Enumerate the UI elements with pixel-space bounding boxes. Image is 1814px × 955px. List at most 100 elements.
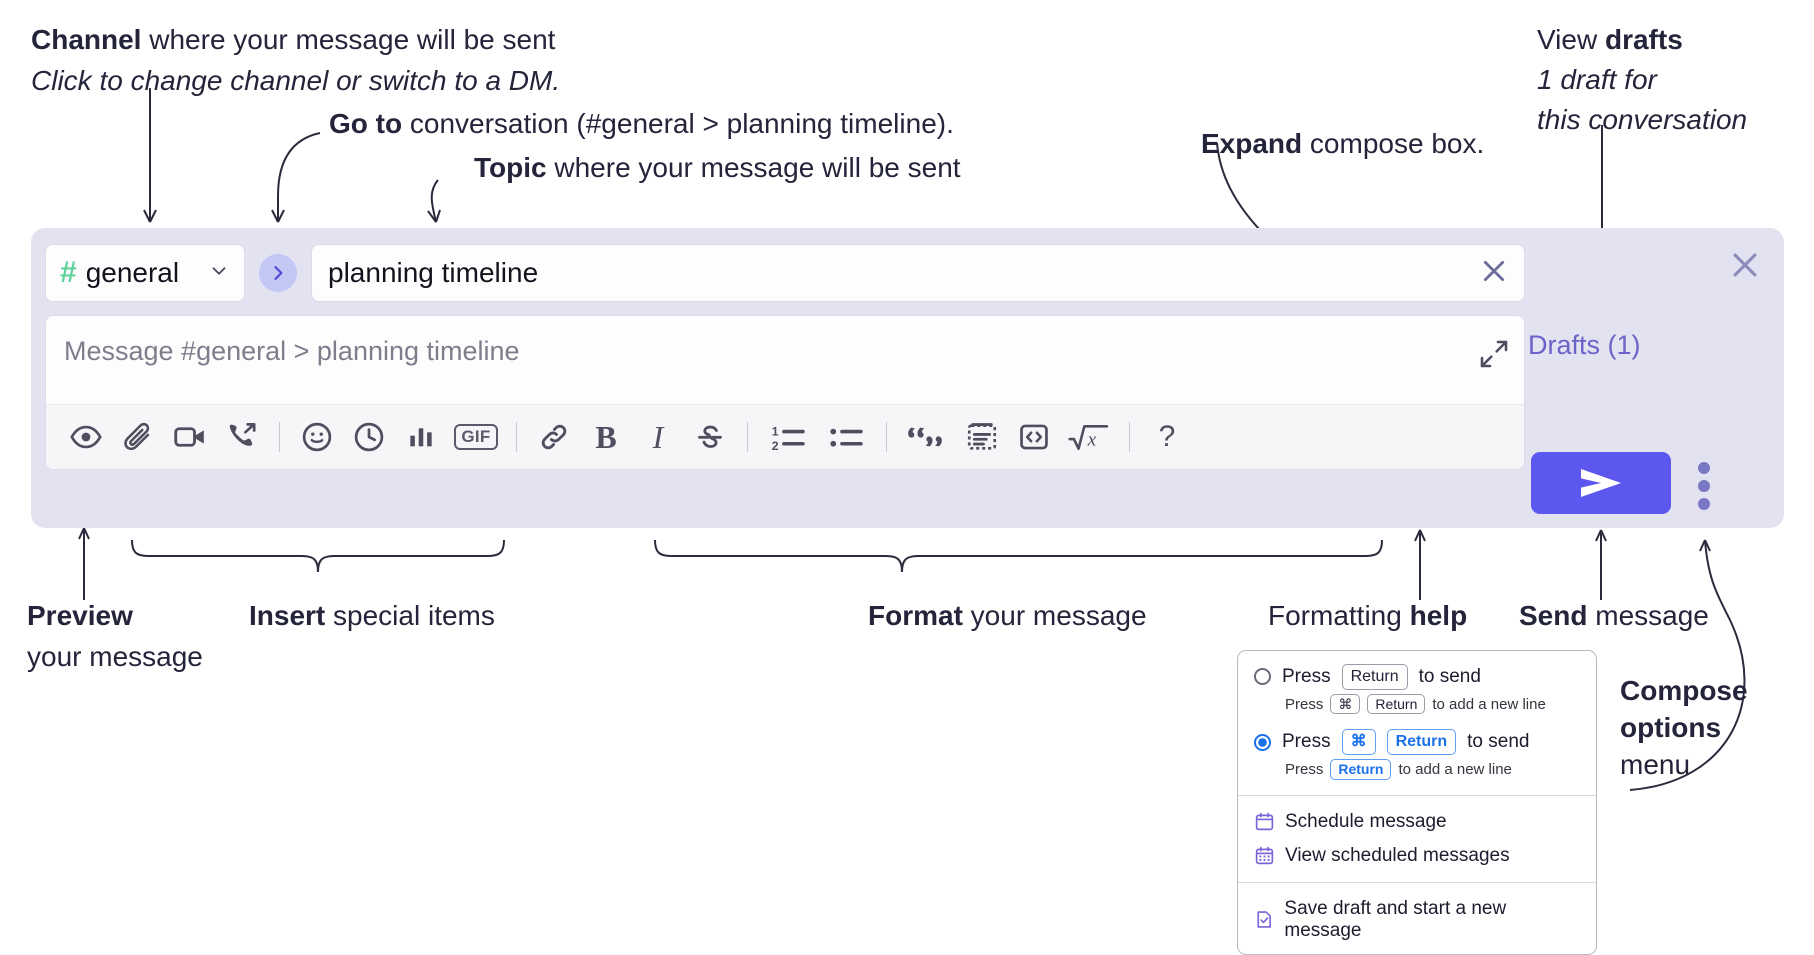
inline-code-icon-button[interactable] [1008,411,1060,463]
option-cmd-return-sub-post: to add a new line [1398,761,1512,779]
channel-selector[interactable]: # general [45,244,245,302]
key-return: Return [1330,759,1392,780]
compose-options-button[interactable] [1698,462,1710,510]
annotation-format: Format your message [868,598,1147,634]
menu-divider [1238,881,1596,883]
math-icon-button[interactable]: x [1060,411,1118,463]
annotation-expand-rest: compose box. [1302,128,1485,159]
help-question-icon-button[interactable]: ? [1141,411,1193,463]
menu-divider [1238,794,1596,796]
video-camera-icon-button[interactable] [164,411,216,463]
strikethrough-icon [698,425,722,448]
menu-item-view-scheduled-messages[interactable]: View scheduled messages [1238,839,1596,873]
annotation-drafts-sub2: this conversation [1537,103,1748,135]
key-return: Return [1367,693,1426,715]
annotation-goto: Go to conversation (#general > planning … [329,106,954,142]
attachment-paperclip-icon-button[interactable] [112,411,164,463]
option-return-post: to send [1418,665,1481,687]
save-draft-document-icon [1257,911,1271,929]
clear-topic-button[interactable] [1478,255,1510,292]
annotation-insert-rest: special items [325,600,495,631]
annotation-preview: Preview your message [27,598,203,675]
annotation-preview-bold: Preview [27,600,133,631]
annotation-compose-options-bold2: options [1620,712,1722,744]
kebab-dot [1698,480,1710,492]
bold-icon: B [595,418,617,455]
link-icon-button[interactable] [528,411,580,463]
gif-icon-button[interactable]: GIF [447,411,505,463]
help-question-icon: ? [1158,420,1176,453]
bold-icon-button[interactable]: B [580,411,632,463]
key-return: Return [1386,729,1457,756]
clock-icon-button[interactable] [343,411,395,463]
menu-item-label: Save draft and start a new message [1284,897,1507,941]
annotation-formatting-help: Formatting help [1268,598,1467,634]
annotation-channel-sub: Click to change channel or switch to a D… [31,64,561,96]
menu-item-schedule-message[interactable]: Schedule message [1238,805,1596,839]
svg-text:2: 2 [772,439,779,453]
toolbar-divider [747,422,748,452]
annotation-help-pre: Formatting [1268,600,1410,631]
svg-text:x: x [1087,429,1097,450]
preview-eye-icon [70,425,102,449]
topic-value: planning timeline [328,257,539,288]
drafts-link[interactable]: Drafts (1) [1528,330,1641,360]
poll-bar-chart-icon [410,428,432,447]
goto-conversation-button[interactable] [259,254,297,292]
annotation-insert: Insert special items [249,598,495,634]
send-paper-plane-icon [1581,469,1621,497]
compose-inner: # general planning timeline [45,243,1525,470]
gif-icon: GIF [454,424,498,450]
send-option-cmd-return[interactable]: Press ⌘ Return to send [1238,726,1596,758]
option-return-sub-post: to add a new line [1432,695,1546,713]
message-input[interactable]: Message #general > planning timeline [46,316,1524,404]
annotation-compose-options-bold1: Compose [1620,675,1748,706]
annotation-drafts-bold: drafts [1604,24,1683,55]
strikethrough-icon-button[interactable] [684,411,736,463]
send-message-button[interactable] [1531,452,1671,514]
link-icon [541,424,567,450]
send-option-cmd-return-hint: Press Return to add a new line [1238,758,1596,786]
attachment-paperclip-icon [124,422,150,451]
key-command: ⌘ [1330,693,1361,715]
send-option-return[interactable]: Press Return to send [1238,661,1596,693]
annotation-topic-rest: where your message will be sent [546,152,961,183]
kebab-dot [1698,498,1710,510]
bulleted-list-icon-button[interactable] [817,411,875,463]
expand-compose-button[interactable] [1478,338,1510,375]
preview-eye-icon-button[interactable] [60,411,112,463]
close-panel-button[interactable] [1728,248,1762,287]
ordered-list-icon-button[interactable]: 1 2 [759,411,817,463]
calendar-grid-icon [1255,847,1274,865]
annotation-format-rest: your message [962,600,1147,631]
math-icon: x [1068,424,1109,450]
expand-diagonal-icon [1480,340,1508,368]
italic-icon: I [652,418,664,455]
topic-input[interactable]: planning timeline [311,244,1525,302]
ordered-list-icon: 1 2 [772,425,805,453]
toolbar-divider [1129,422,1130,452]
compose-header-row: # general planning timeline [45,243,1525,303]
clock-icon [354,422,384,452]
code-block-icon-button[interactable] [956,411,1008,463]
annotation-channel-bold: Channel [31,24,142,55]
annotation-compose-options-rest: menu [1620,749,1691,781]
poll-bar-chart-icon-button[interactable] [395,411,447,463]
video-camera-icon [174,427,204,447]
radio-button-return[interactable] [1254,668,1271,686]
key-command: ⌘ [1341,729,1376,756]
annotation-goto-bold: Go to [329,108,403,139]
svg-text:1: 1 [772,425,779,439]
annotation-preview-sub: your message [27,640,203,672]
option-cmd-return-sub-pre: Press [1285,761,1324,779]
audio-clip-phone-icon-button[interactable] [216,411,268,463]
radio-button-cmd-return[interactable] [1254,733,1271,751]
annotation-drafts-pre: View [1537,24,1605,55]
emoji-smiley-icon-button[interactable] [291,411,343,463]
menu-item-save-draft[interactable]: Save draft and start a new message [1238,892,1596,948]
blockquote-icon-button[interactable] [898,411,956,463]
annotation-send: Send message [1519,598,1709,634]
annotation-format-bold: Format [868,600,963,631]
audio-clip-phone-icon [229,423,256,446]
italic-icon-button[interactable]: I [632,411,684,463]
